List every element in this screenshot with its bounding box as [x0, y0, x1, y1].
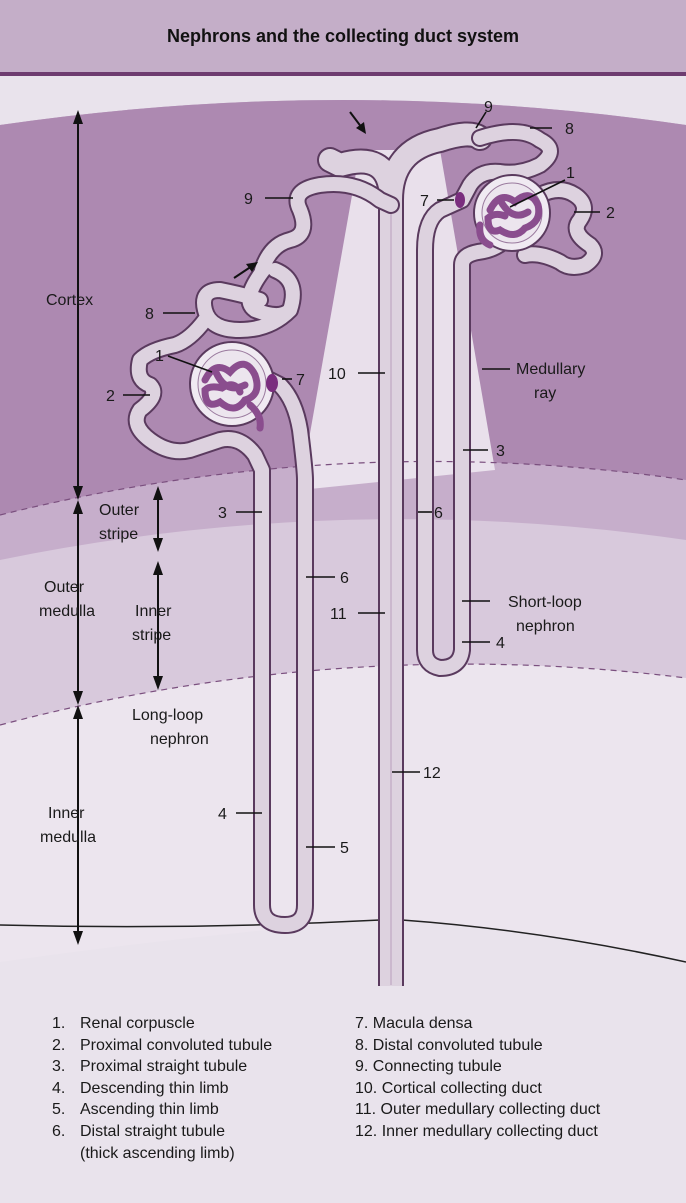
legend-item: 9. Connecting tubule: [355, 1056, 600, 1078]
label-3-short: 3: [496, 443, 505, 460]
label-4-short: 4: [496, 635, 505, 652]
label-6-short: 6: [434, 505, 443, 522]
label-7-long: 7: [296, 372, 305, 389]
label-inner-stripe-1: Inner: [135, 603, 172, 620]
label-short-loop-1: Short-loop: [508, 594, 582, 611]
label-long-loop-1: Long-loop: [132, 707, 203, 724]
macula-densa-long: [266, 374, 278, 392]
label-outer-medulla-1: Outer: [44, 579, 85, 596]
legend-item: 1.Renal corpuscle: [52, 1013, 272, 1035]
label-inner-stripe-2: stripe: [132, 627, 171, 644]
legend-item-continuation: (thick ascending limb): [52, 1143, 272, 1165]
legend-right: 7. Macula densa 8. Distal convoluted tub…: [355, 1013, 600, 1143]
legend-left: 1.Renal corpuscle 2.Proximal convoluted …: [52, 1013, 272, 1164]
legend-item: 3.Proximal straight tubule: [52, 1056, 272, 1078]
label-inner-medulla-1: Inner: [48, 805, 85, 822]
label-medullary-ray-2: ray: [534, 385, 556, 402]
label-3-long: 3: [218, 505, 227, 522]
label-8-short: 8: [565, 121, 574, 138]
page-title: Nephrons and the collecting duct system: [0, 26, 686, 47]
legend-item: 8. Distal convoluted tubule: [355, 1035, 600, 1057]
label-short-loop-2: nephron: [516, 618, 575, 635]
macula-densa-short: [455, 192, 465, 208]
label-outer-stripe-2: stripe: [99, 526, 138, 543]
label-inner-medulla-2: medulla: [40, 829, 96, 846]
legend-item: 12. Inner medullary collecting duct: [355, 1121, 600, 1143]
legend-item: 5.Ascending thin limb: [52, 1099, 272, 1121]
label-cortex: Cortex: [46, 292, 93, 309]
legend-item: 2.Proximal convoluted tubule: [52, 1035, 272, 1057]
label-9-long: 9: [244, 191, 253, 208]
label-10: 10: [328, 366, 346, 383]
label-2-short: 2: [606, 205, 615, 222]
label-outer-medulla-2: medulla: [39, 603, 95, 620]
label-12: 12: [423, 765, 441, 782]
legend-item: 6.Distal straight tubule: [52, 1121, 272, 1143]
label-9-short: 9: [484, 99, 493, 116]
legend-item: 10. Cortical collecting duct: [355, 1078, 600, 1100]
label-medullary-ray-1: Medullary: [516, 361, 585, 378]
label-1-short: 1: [566, 165, 575, 182]
label-2-long: 2: [106, 388, 115, 405]
label-11: 11: [330, 606, 347, 623]
legend-item: 4.Descending thin limb: [52, 1078, 272, 1100]
label-long-loop-2: nephron: [150, 731, 209, 748]
label-6-long: 6: [340, 570, 349, 587]
label-8-long: 8: [145, 306, 154, 323]
label-7-short: 7: [420, 193, 429, 210]
legend-item: 7. Macula densa: [355, 1013, 600, 1035]
label-outer-stripe-1: Outer: [99, 502, 140, 519]
label-5-long: 5: [340, 840, 349, 857]
legend-item: 11. Outer medullary collecting duct: [355, 1099, 600, 1121]
nephron-diagram: 9 8 1 2 7 10 3 6 11 4 5 12 9 8 1 2 7 3 6…: [0, 76, 686, 986]
label-4-long: 4: [218, 806, 227, 823]
label-1-long: 1: [155, 348, 164, 365]
